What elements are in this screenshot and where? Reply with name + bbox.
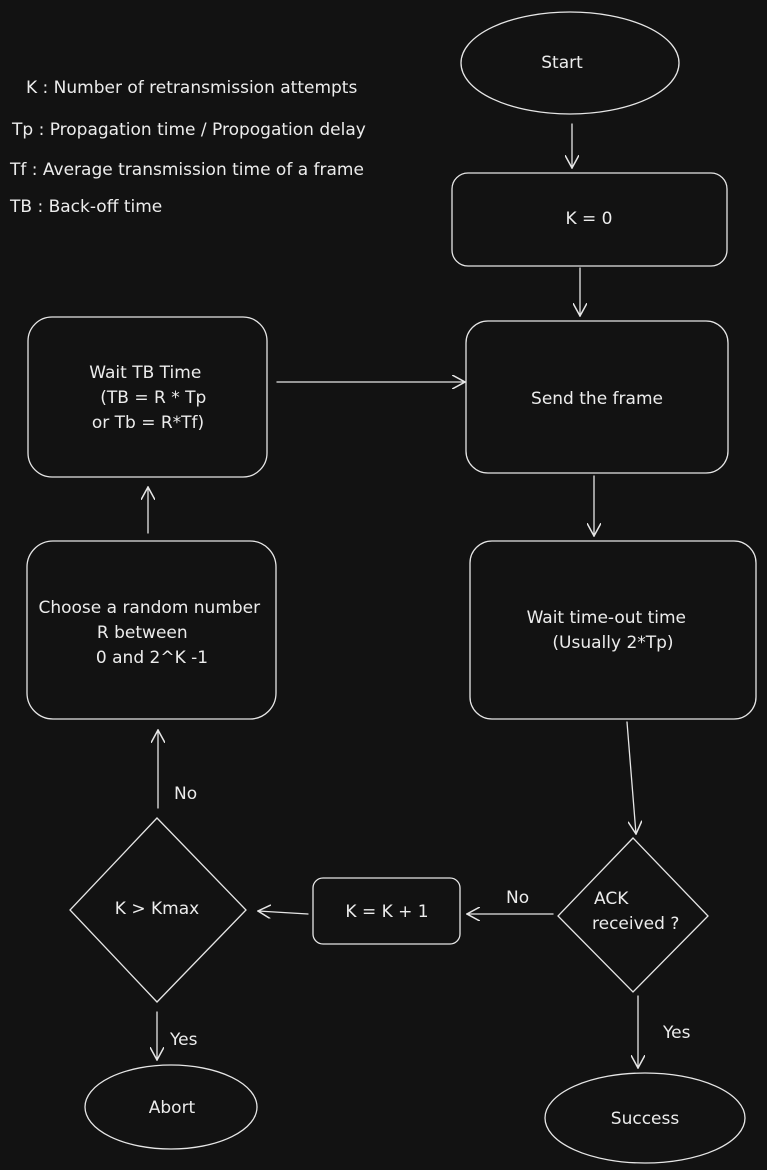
abort-node — [84, 1064, 258, 1150]
k-gt-kmax-label: K > Kmax — [115, 899, 199, 919]
ack-received-decision — [557, 837, 709, 993]
success-label: Success — [611, 1109, 680, 1129]
kmax-no-label: No — [174, 784, 197, 804]
init-k-label: K = 0 — [565, 209, 612, 229]
choose-random-node — [26, 540, 277, 720]
wait-timeout-label: Wait time-out time (Usually 2*Tp) — [527, 608, 692, 653]
edge-wait-timeout-to-ack — [626, 721, 636, 834]
legend-tf: Tf : Average transmission time of a fram… — [9, 160, 364, 180]
legend-tb: TB : Back-off time — [9, 197, 162, 217]
ack-no-label: No — [506, 888, 529, 908]
edge-increment-to-kmax — [258, 911, 309, 914]
legend: K : Number of retransmission attempts Tp… — [9, 78, 366, 217]
send-frame-node — [465, 320, 729, 474]
send-frame-label: Send the frame — [531, 389, 663, 409]
init-k-node — [451, 172, 728, 267]
success-node — [544, 1072, 746, 1164]
ack-yes-label: Yes — [662, 1023, 691, 1043]
wait-timeout-node — [469, 540, 757, 720]
start-node — [460, 11, 680, 115]
abort-label: Abort — [149, 1098, 196, 1118]
legend-tp: Tp : Propagation time / Propogation dela… — [11, 120, 366, 140]
kmax-yes-label: Yes — [169, 1030, 198, 1050]
k-gt-kmax-decision — [69, 817, 247, 1003]
wait-tb-label: Wait TB Time (TB = R * Tp or Tb = R*Tf) — [89, 363, 211, 433]
increment-k-node — [312, 877, 461, 945]
increment-k-label: K = K + 1 — [345, 902, 428, 922]
legend-k: K : Number of retransmission attempts — [26, 78, 357, 98]
choose-random-label: Choose a random number R between 0 and 2… — [38, 598, 265, 668]
ack-received-label: ACK received ? — [592, 889, 679, 934]
start-label: Start — [541, 53, 583, 73]
wait-tb-node — [27, 316, 268, 478]
